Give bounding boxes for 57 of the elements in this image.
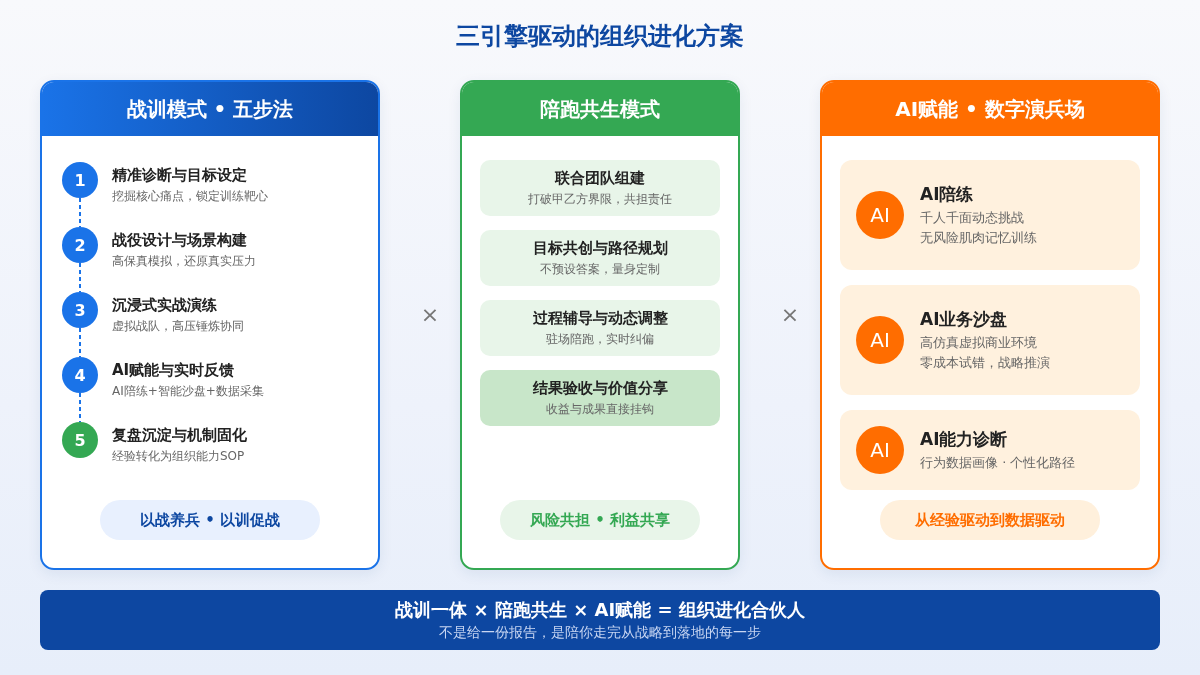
slogan-pill: 风险共担 • 利益共享: [500, 500, 700, 540]
dashed-connector: [79, 392, 81, 423]
step-description: 虚拟战队，高压锤炼协同: [112, 318, 244, 334]
card-description: 零成本试错，战略推演: [920, 353, 1050, 372]
diagram-title: 三引擎驱动的组织进化方案: [456, 21, 744, 52]
panel-card: [40, 80, 380, 570]
feature-card: [840, 285, 1140, 395]
banner-headline: 战训一体 × 陪跑共生 × AI赋能 = 组织进化合伙人: [395, 598, 805, 622]
step-title: 复盘沉淀与机制固化: [112, 426, 247, 444]
slogan-pill: 以战养兵 • 以训促战: [100, 500, 320, 540]
feature-card: [840, 410, 1140, 490]
step-description: AI陪练+智能沙盘+数据采集: [112, 383, 264, 399]
card-title: AI能力诊断: [920, 427, 1008, 450]
card-description: 收益与成果直接挂钩: [546, 401, 654, 418]
card-title: 目标共创与路径规划: [532, 238, 668, 258]
card-description: 无风险肌肉记忆训练: [920, 228, 1037, 247]
card-title: 结果验收与价值分享: [532, 378, 668, 398]
card-description: 打破甲乙方界限，共担责任: [528, 191, 672, 208]
step-title: 战役设计与场景构建: [112, 231, 247, 249]
card-description: 千人千面动态挑战: [920, 208, 1024, 227]
step-title: AI赋能与实时反馈: [112, 361, 235, 379]
slogan-pill: 从经验驱动到数据驱动: [880, 500, 1100, 540]
panel-title: AI赋能 • 数字演兵场: [895, 96, 1085, 122]
card-description: 行为数据画像 · 个性化路径: [920, 453, 1076, 472]
multiplication-sign: ×: [420, 303, 440, 327]
multiplication-sign: ×: [780, 303, 800, 327]
card-title: 过程辅导与动态调整: [532, 308, 668, 328]
step-number-marker: 1: [62, 162, 98, 198]
card-description: 驻场陪跑，实时纠偏: [546, 331, 654, 348]
step-title: 沉浸式实战演练: [112, 296, 217, 314]
feature-card: [840, 160, 1140, 270]
card-title: AI业务沙盘: [920, 307, 1008, 330]
panel-card: [820, 80, 1160, 570]
step-description: 经验转化为组织能力SOP: [112, 448, 245, 464]
dashed-connector: [79, 327, 81, 358]
step-number-marker: 4: [62, 357, 98, 393]
step-number-marker: 3: [62, 292, 98, 328]
panel-card: [460, 80, 740, 570]
ai-marker: AI: [856, 426, 904, 474]
dashed-connector: [79, 197, 81, 228]
summary-banner: [40, 590, 1160, 650]
card-description: 高仿真虚拟商业环境: [920, 333, 1037, 352]
ai-marker: AI: [856, 316, 904, 364]
banner-subtitle: 不是给一份报告，是陪你走完从战略到落地的每一步: [439, 623, 761, 642]
step-description: 高保真模拟，还原真实压力: [112, 253, 256, 269]
step-description: 挖掘核心痛点，锁定训练靶心: [112, 188, 268, 204]
card-title: AI陪练: [920, 182, 974, 205]
step-card: [480, 370, 720, 426]
panel-title: 战训模式 • 五步法: [126, 96, 294, 122]
step-number-marker: 5: [62, 422, 98, 458]
dashed-connector: [79, 262, 81, 293]
step-number-marker: 2: [62, 227, 98, 263]
step-title: 精准诊断与目标设定: [112, 166, 247, 184]
panel-title: 陪跑共生模式: [540, 96, 660, 122]
card-title: 联合团队组建: [555, 168, 645, 188]
ai-marker: AI: [856, 191, 904, 239]
card-description: 不预设答案，量身定制: [540, 261, 660, 278]
